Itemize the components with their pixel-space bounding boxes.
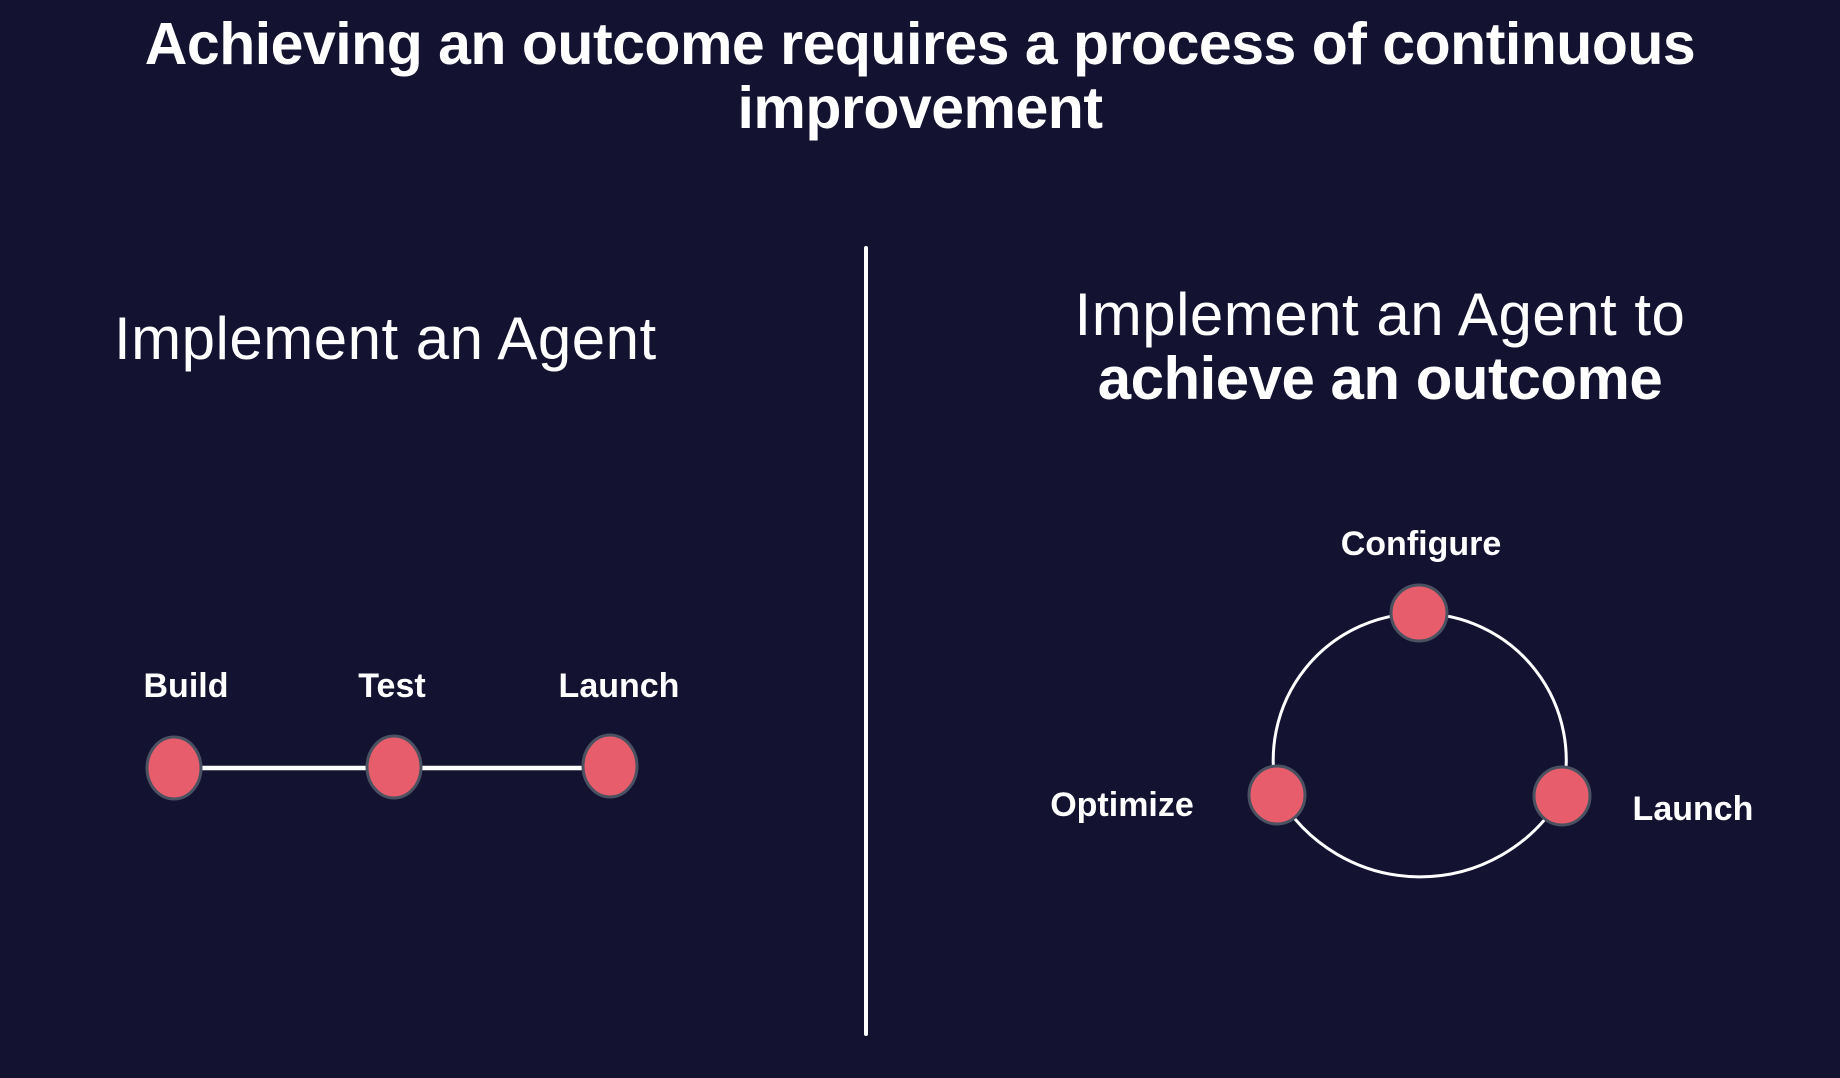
slide-title-line1: Achieving an outcome requires a process …: [144, 11, 1696, 77]
node-build: [145, 735, 203, 801]
left-panel-heading: Implement an Agent: [114, 305, 657, 372]
right-panel-heading: Implement an Agent to achieve an outcome: [1040, 283, 1720, 411]
label-optimize: Optimize: [1050, 786, 1194, 824]
cycle-loop-path: [1271, 612, 1568, 879]
label-configure: Configure: [1340, 525, 1502, 563]
label-launch-left: Launch: [558, 667, 680, 705]
node-test: [365, 734, 423, 800]
label-build: Build: [143, 667, 229, 705]
label-launch-right: Launch: [1632, 790, 1754, 828]
label-test: Test: [358, 667, 426, 705]
node-launch-left: [581, 733, 639, 799]
slide-title-line2: improvement: [737, 75, 1103, 141]
node-configure: [1389, 583, 1449, 643]
slide-title: Achieving an outcome requires a process …: [0, 12, 1840, 140]
right-panel-heading-line1: Implement an Agent to: [1074, 281, 1686, 348]
node-optimize: [1247, 764, 1307, 826]
vertical-divider: [864, 246, 868, 1036]
right-panel-heading-line2: achieve an outcome: [1097, 345, 1663, 412]
node-launch-right: [1532, 765, 1592, 827]
